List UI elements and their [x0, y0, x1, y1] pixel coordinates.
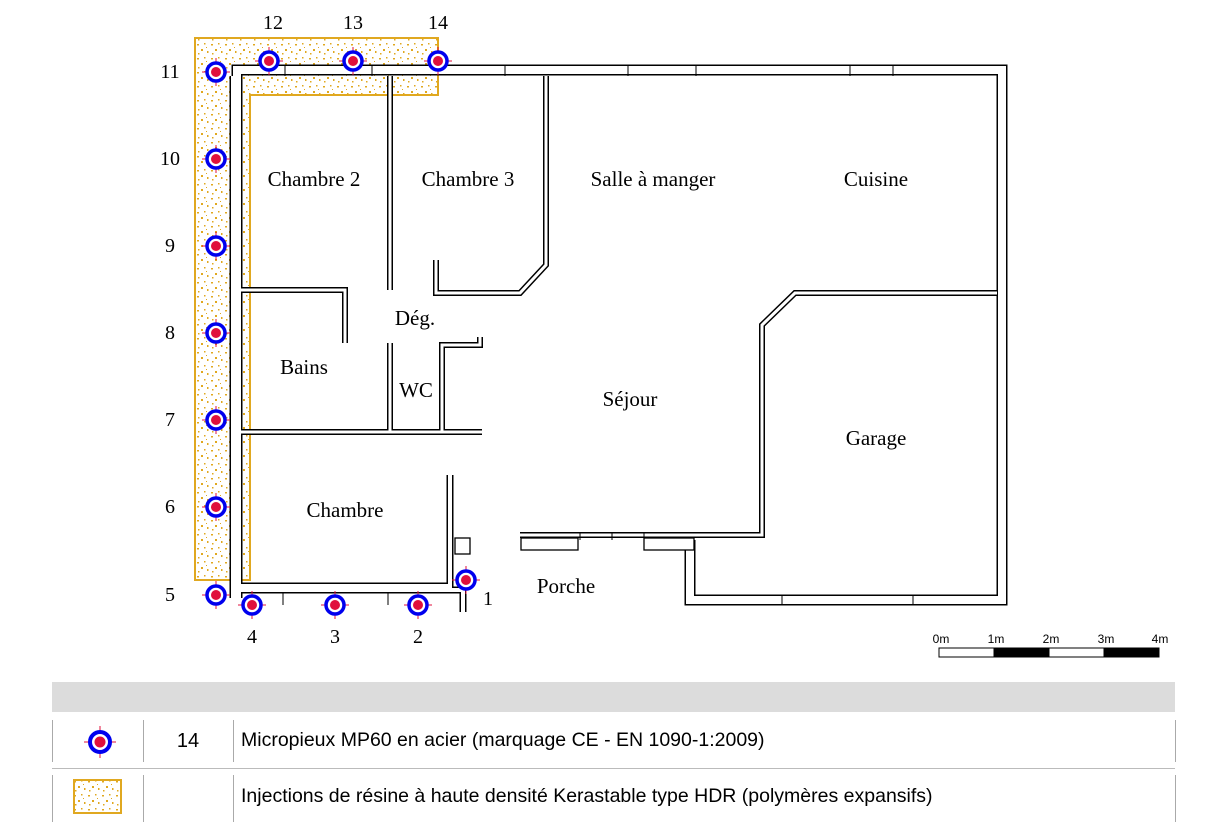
micropile-7: 7 — [165, 406, 230, 434]
micropile-number: 10 — [160, 148, 180, 170]
micropile-13: 13 — [339, 12, 367, 75]
micropile-number: 3 — [330, 626, 340, 648]
scale-label: 0m — [933, 632, 950, 646]
micropile-number: 1 — [483, 588, 493, 610]
legend-header — [52, 682, 1175, 712]
scale-segment — [993, 647, 1050, 658]
micropile-number: 4 — [247, 626, 257, 648]
micropile-core — [211, 67, 221, 77]
micropile-10: 10 — [160, 145, 230, 173]
legend-divider — [52, 768, 1175, 769]
room-label-sejour: Séjour — [603, 387, 658, 411]
legend-divider — [1175, 720, 1176, 762]
micropile-icon — [84, 726, 116, 758]
micropile-number: 14 — [428, 12, 448, 34]
room-label-chambre3: Chambre 3 — [422, 167, 515, 191]
micropile-4: 4 — [238, 591, 266, 648]
micropile-number: 6 — [165, 496, 175, 518]
legend-description: Micropieux MP60 en acier (marquage CE - … — [241, 729, 765, 751]
legend-divider — [1175, 775, 1176, 822]
micropile-1: 1 — [452, 566, 493, 610]
scale-label: 1m — [988, 632, 1005, 646]
room-label-degagement: Dég. — [395, 306, 435, 330]
micropile-core — [211, 590, 221, 600]
micropile-core — [264, 56, 274, 66]
micropile-core — [330, 600, 340, 610]
micropile-2: 2 — [404, 591, 432, 648]
floor-plan: Chambre 2 Chambre 3 Salle à manger Cuisi… — [160, 12, 1169, 658]
room-label-porche: Porche — [537, 574, 595, 598]
wall — [520, 290, 997, 538]
micropile-core — [348, 56, 358, 66]
wall — [448, 475, 465, 612]
micropile-core — [433, 56, 443, 66]
micropile-number: 5 — [165, 584, 175, 606]
micropile-number: 13 — [343, 12, 363, 34]
scale-label: 3m — [1098, 632, 1115, 646]
room-label-wc: WC — [399, 378, 433, 402]
scale-label: 4m — [1152, 632, 1169, 646]
micropile-core — [211, 415, 221, 425]
micropile-core — [247, 600, 257, 610]
micropile-number: 9 — [165, 235, 175, 257]
micropile-number: 11 — [160, 61, 179, 83]
scale-segment — [1103, 647, 1160, 658]
legend-divider — [52, 775, 53, 822]
legend-divider — [143, 775, 144, 822]
micropile-5: 5 — [165, 581, 230, 609]
micropile-6: 6 — [165, 493, 230, 521]
room-label-chambre: Chambre — [307, 498, 384, 522]
micropile-core — [211, 328, 221, 338]
legend-divider — [143, 720, 144, 762]
micropile-core — [413, 600, 423, 610]
wall — [233, 66, 1006, 604]
room-label-cuisine: Cuisine — [844, 167, 908, 191]
micropile-11: 11 — [160, 58, 230, 86]
micropile-number: 8 — [165, 322, 175, 344]
room-label-garage: Garage — [846, 426, 907, 450]
scale-segment — [1048, 647, 1105, 658]
micropile-8: 8 — [165, 319, 230, 347]
micropile-number: 7 — [165, 409, 175, 431]
resin-injection-zone — [194, 37, 439, 581]
wall — [520, 291, 997, 537]
micropile-core — [211, 502, 221, 512]
wall — [237, 287, 348, 343]
micropile-core — [211, 154, 221, 164]
micropile-core — [461, 575, 471, 585]
micropile-3: 3 — [321, 591, 349, 648]
micropile-12: 12 — [255, 12, 283, 75]
walls — [229, 64, 1008, 612]
wall — [434, 76, 548, 295]
scale-label: 2m — [1043, 632, 1060, 646]
micropile-14: 14 — [424, 12, 452, 75]
micropile-core — [211, 241, 221, 251]
window-marks — [282, 65, 914, 605]
room-label-bains: Bains — [280, 355, 328, 379]
wall — [237, 288, 347, 343]
legend-count: 14 — [176, 730, 200, 752]
room-label-salle-a-manger: Salle à manger — [591, 167, 716, 191]
legend-divider — [233, 775, 234, 822]
legend-divider — [52, 720, 53, 762]
room-label-chambre2: Chambre 2 — [268, 167, 361, 191]
resin-hatch-icon — [73, 779, 122, 814]
scale-segment — [938, 647, 995, 658]
wall — [440, 337, 482, 432]
wall — [439, 337, 483, 432]
legend-divider — [233, 720, 234, 762]
scale-bar: 0m 1m 2m 3m 4m — [933, 632, 1169, 658]
micropile-number: 2 — [413, 626, 423, 648]
micropile-number: 12 — [263, 12, 283, 34]
porch-steps — [454, 537, 695, 555]
legend-description: Injections de résine à haute densité Ker… — [241, 785, 933, 807]
micropile-9: 9 — [165, 232, 230, 260]
